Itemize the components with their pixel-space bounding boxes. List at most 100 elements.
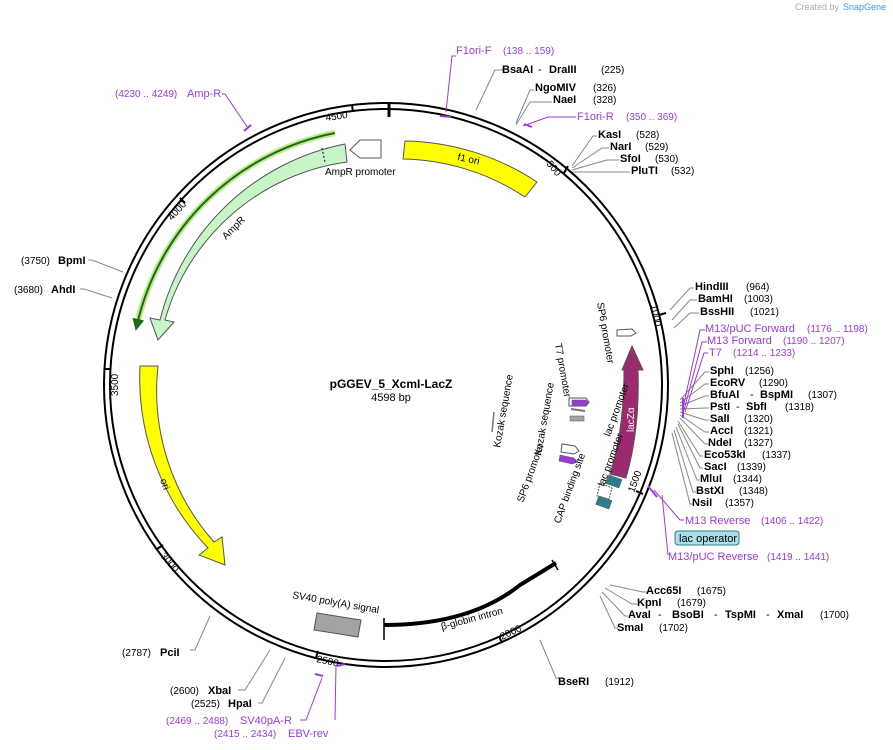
tick-mark-3000 — [156, 544, 164, 550]
primer-amp-r[interactable]: Amp-R — [187, 88, 221, 100]
sp6-primer-mark — [558, 454, 579, 465]
ori-label: ori — [157, 477, 171, 491]
site-saci[interactable]: SacI — [704, 461, 727, 473]
site-hindiii[interactable]: HindIII — [695, 281, 729, 293]
plasmid-size: 4598 bp — [371, 392, 411, 404]
site-sep-dash-4: - — [658, 609, 662, 621]
site-acc65i[interactable]: Acc65I — [646, 585, 681, 597]
credit-text: Created by — [795, 2, 840, 12]
primer-f1ori-r[interactable]: F1ori-R — [577, 111, 614, 123]
beta-globin-intron-feature[interactable] — [383, 561, 558, 627]
site-psti[interactable]: PstI — [710, 401, 730, 413]
primer-f1ori-f[interactable]: F1ori-F — [456, 45, 492, 57]
kozak-sequence-1-label: Kozak sequence — [492, 373, 516, 448]
kozak-sequence-1-feature[interactable] — [570, 408, 586, 412]
site-sfoi[interactable]: SfoI — [620, 153, 641, 165]
ampr-promoter-feature[interactable] — [349, 139, 382, 159]
site-bpmi-pos: (3750) — [21, 256, 50, 267]
f1-ori-label: f1 ori — [456, 152, 480, 167]
lac-operator-badge[interactable] — [674, 530, 740, 546]
site-hpai[interactable]: HpaI — [228, 698, 252, 710]
primer-ebv-rev[interactable]: EBV-rev — [288, 728, 329, 740]
site-acc65i-pos: (1675) — [697, 586, 726, 597]
site-ahdi[interactable]: AhdI — [51, 284, 75, 296]
site-bseri[interactable]: BseRI — [558, 676, 589, 688]
site-nsii[interactable]: NsiI — [692, 497, 712, 509]
primer-m13-forward-pos: (1190 .. 1207) — [783, 336, 845, 347]
primer-m13-forward[interactable]: M13 Forward — [707, 335, 772, 347]
plasmid-name: pGGEV_5_XcmI-LacZ — [330, 377, 453, 391]
site-ecorv[interactable]: EcoRV — [710, 377, 746, 389]
site-bfuai[interactable]: BfuAI — [710, 389, 739, 401]
sp6-promoter-top-label: SP6 promoter — [594, 302, 616, 365]
site-bpmi[interactable]: BpmI — [58, 255, 86, 267]
lacz-alpha-feature[interactable] — [609, 344, 644, 479]
site-acci[interactable]: AccI — [710, 425, 733, 437]
sv40-polya-label: SV40 poly(A) signal — [291, 590, 379, 616]
site-tspmi[interactable]: TspMI — [725, 609, 756, 621]
site-sali-pos: (1320) — [744, 414, 773, 425]
tick-label-2500: 2500 — [315, 654, 339, 669]
site-sali[interactable]: SalI — [710, 413, 730, 425]
site-bfuai-pos: (1307) — [808, 390, 837, 401]
site-nsii-pos: (1357) — [725, 498, 754, 509]
cap-binding-site-feature[interactable] — [595, 495, 613, 510]
site-bsaai-pos: (225) — [601, 65, 624, 76]
amp-r-primer-strand — [132, 132, 336, 331]
f1-ori-feature[interactable] — [402, 140, 538, 198]
site-xmai[interactable]: XmaI — [777, 609, 803, 621]
primer-f1ori-r-pos: (350 .. 369) — [626, 112, 677, 123]
ori-feature[interactable] — [139, 365, 226, 566]
backbone-outer-ring — [103, 102, 669, 668]
primer-t7-pos: (1214 .. 1233) — [733, 348, 795, 359]
site-eco53ki[interactable]: Eco53kI — [704, 449, 746, 461]
primer-sv40pa-r[interactable]: SV40pA-R — [240, 715, 292, 727]
lac-operator-feature[interactable] — [605, 474, 623, 489]
tick-label-1000: 1000 — [648, 304, 663, 328]
site-nari-pos: (529) — [645, 142, 668, 153]
site-avai[interactable]: AvaI — [628, 609, 651, 621]
site-sep-dash-6: - — [766, 609, 770, 621]
lac-operator-badge-label: lac operator — [679, 533, 737, 545]
primer-m13puc-forward[interactable]: M13/pUC Forward — [705, 323, 795, 335]
site-bsaai[interactable]: BsaAI — [502, 64, 533, 76]
site-ndei[interactable]: NdeI — [708, 437, 732, 449]
site-bsobi[interactable]: BsoBI — [672, 609, 704, 621]
site-kpni[interactable]: KpnI — [637, 597, 661, 609]
site-bsshii[interactable]: BssHII — [700, 306, 734, 318]
site-eco53ki-pos: (1337) — [762, 450, 791, 461]
site-bspmi[interactable]: BspMI — [760, 389, 793, 401]
site-bsshii-pos: (1021) — [750, 307, 779, 318]
site-naei-pos: (328) — [593, 95, 616, 106]
site-pcii[interactable]: PciI — [160, 647, 180, 659]
primer-m13puc-reverse[interactable]: M13/pUC Reverse — [668, 551, 758, 563]
sv40-polya-feature[interactable] — [313, 612, 362, 638]
site-naei[interactable]: NaeI — [553, 94, 576, 106]
site-ngomiv[interactable]: NgoMIV — [535, 82, 577, 94]
primer-m13-reverse[interactable]: M13 Reverse — [685, 515, 750, 527]
tick-mark-1500 — [635, 490, 644, 495]
primer-t7[interactable]: T7 — [709, 347, 722, 359]
site-kasi[interactable]: KasI — [598, 129, 621, 141]
sp6-promoter-bottom-feature[interactable] — [560, 443, 580, 455]
site-sbfi[interactable]: SbfI — [746, 401, 767, 413]
site-sphi[interactable]: SphI — [710, 365, 734, 377]
site-bamhi[interactable]: BamHI — [698, 293, 733, 305]
ampr-feature[interactable] — [149, 143, 348, 341]
site-mlui[interactable]: MluI — [700, 473, 722, 485]
t7-primer-mark — [571, 399, 590, 407]
site-pluti[interactable]: PluTI — [631, 165, 658, 177]
primer-leader-lines — [222, 55, 708, 721]
site-bamhi-pos: (1003) — [744, 294, 773, 305]
site-xbai[interactable]: XbaI — [208, 685, 231, 697]
snapgene-brand[interactable]: SnapGene — [843, 2, 886, 12]
site-draiii[interactable]: DraIII — [549, 64, 577, 76]
site-nari[interactable]: NarI — [610, 141, 631, 153]
lac-promoter-feature[interactable] — [596, 482, 613, 500]
site-smai[interactable]: SmaI — [617, 622, 643, 634]
kozak-sequence-2-feature[interactable] — [569, 415, 585, 422]
site-bstxi[interactable]: BstXI — [696, 485, 724, 497]
sp6-promoter-top-feature[interactable] — [616, 328, 637, 337]
tick-label-500: 500 — [544, 159, 563, 179]
